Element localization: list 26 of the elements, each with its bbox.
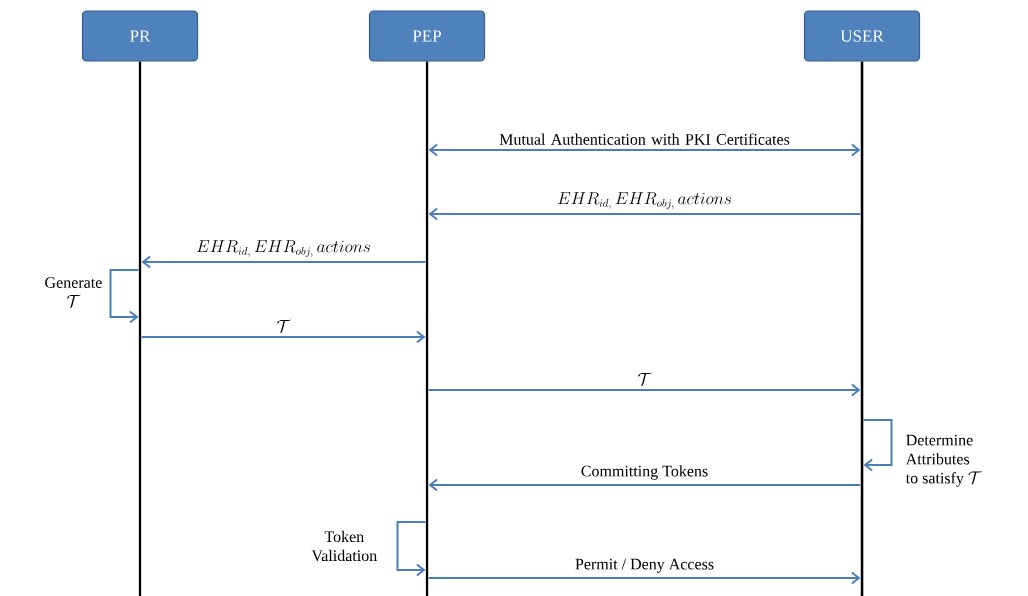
message-arrow	[140, 330, 426, 344]
edge-label: Token Validation	[311, 530, 377, 562]
edge-label: Mutual Authentication with PKI Certificates	[499, 133, 790, 145]
message-arrow	[428, 143, 861, 157]
edge-label: Permit / Deny Access	[575, 558, 714, 573]
loop-arrow	[109, 269, 140, 324]
loop-arrow	[862, 419, 893, 472]
edge-label: $EHR_{id,}\, EHR_{obj,}\, actions$	[197, 240, 370, 257]
lifeline	[425, 61, 429, 596]
edge-label: $\mathcal{T}$	[277, 319, 291, 333]
lifeline	[860, 61, 864, 596]
message-arrow	[428, 478, 862, 492]
participant-box: PEP	[368, 10, 486, 62]
edge-label: $\begin{array}{c}\text{Generate}\\ \mathcal{T}\end{array}$	[45, 277, 102, 308]
loop-arrow	[396, 521, 427, 577]
edge-label: $\begin{array}{l}\text{Determine}\\ \text{Attributes}\\ \text{to satisfy }\mathcal{T}\end{array}$	[905, 434, 983, 487]
message-arrow	[427, 571, 861, 585]
lifeline	[138, 61, 142, 596]
edge-label: $\mathcal{T}$	[638, 372, 652, 386]
participant-box: PR	[81, 10, 199, 62]
message-arrow	[428, 207, 862, 221]
participant-box: USER	[803, 10, 921, 62]
edge-label: Committing Tokens	[581, 465, 708, 480]
message-arrow	[427, 383, 861, 397]
message-arrow	[141, 255, 427, 269]
edge-label: $EHR_{id,}\, EHR_{obj,}\, actions$	[558, 192, 731, 209]
